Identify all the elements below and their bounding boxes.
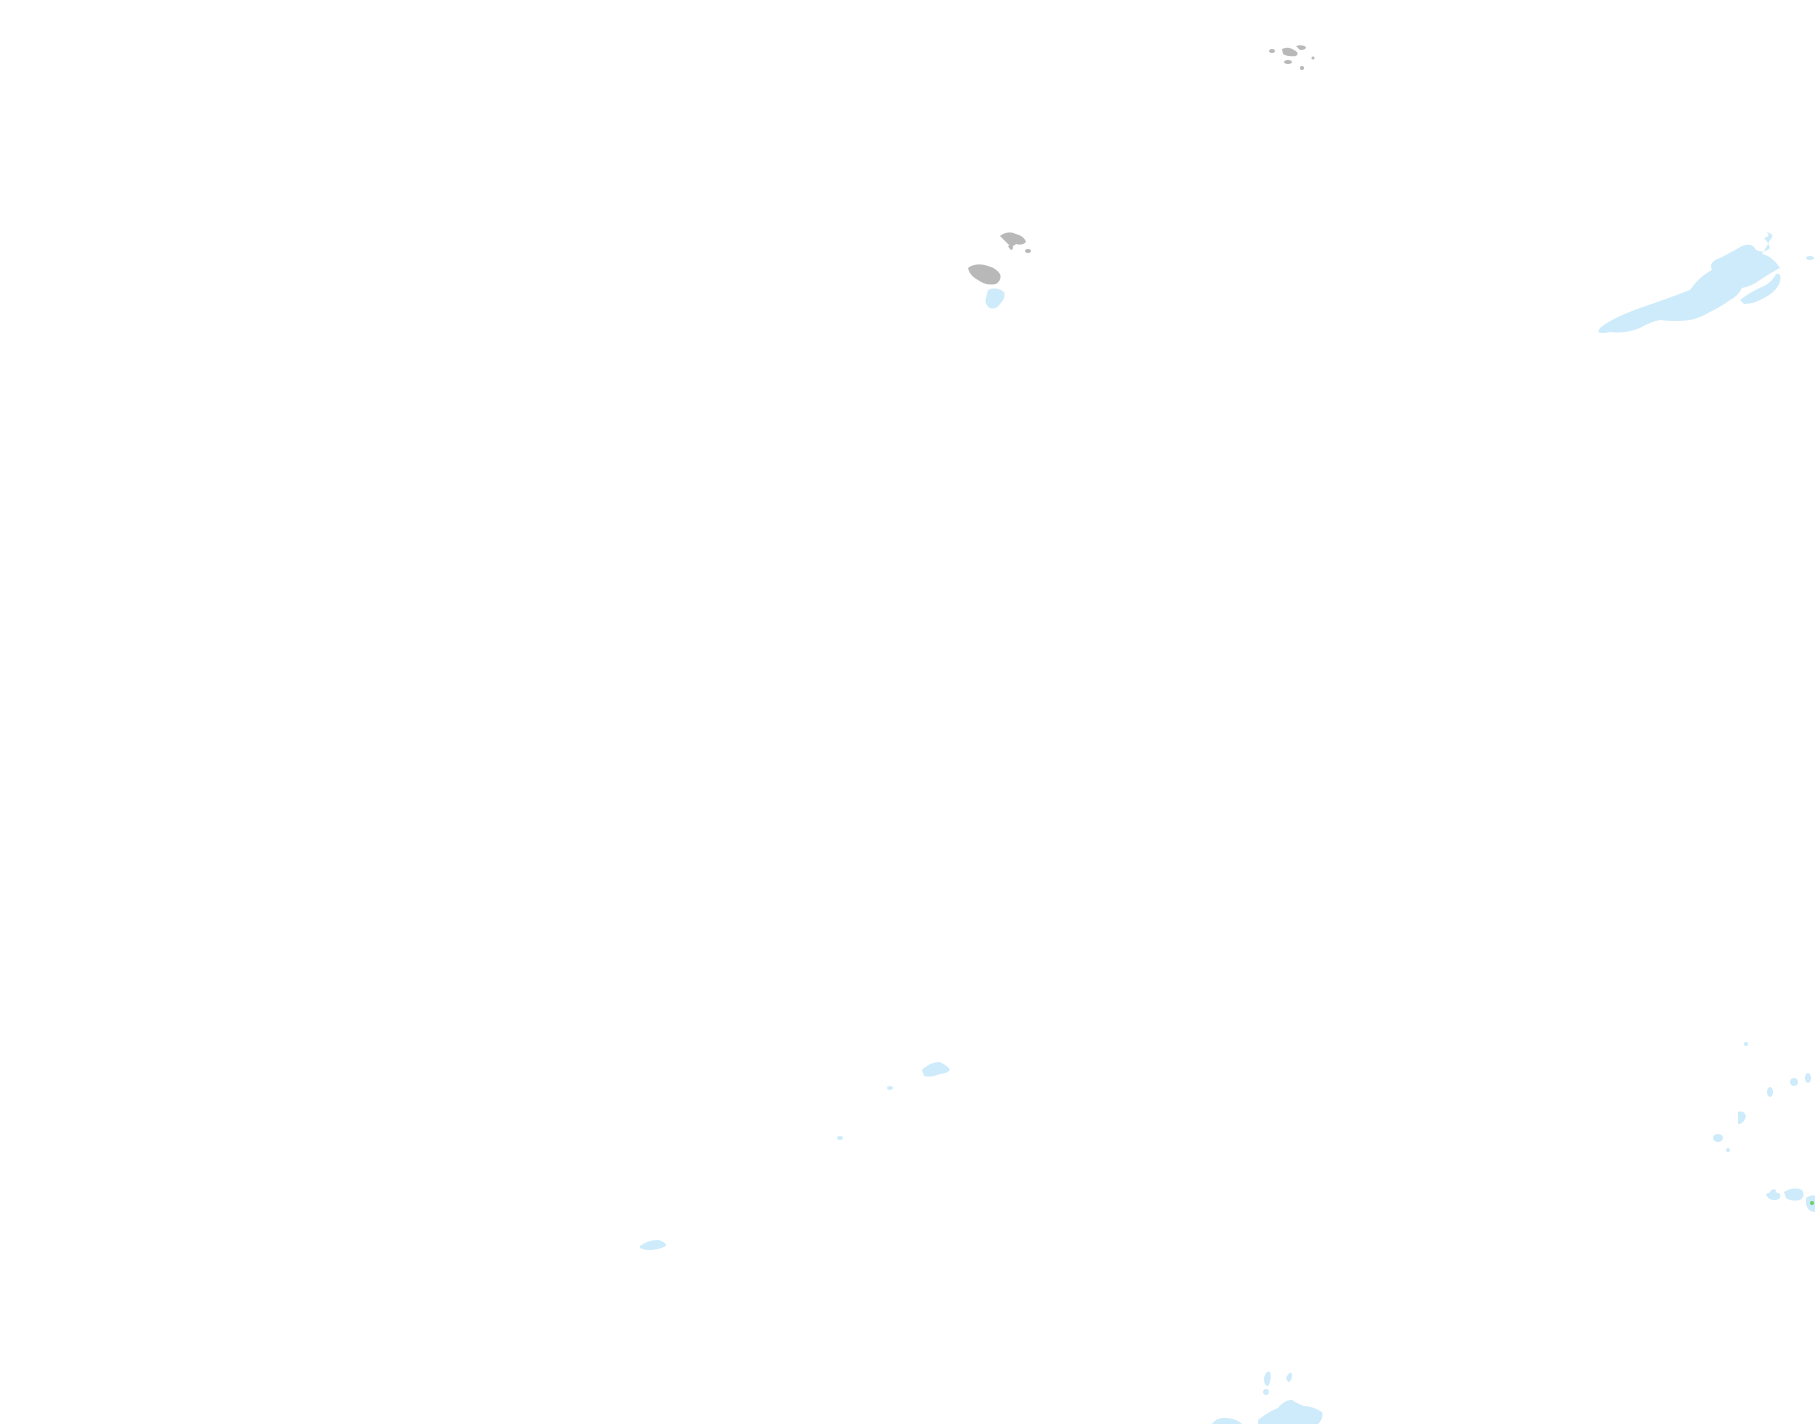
water-patch [1258,1400,1323,1424]
green-patch [1810,1201,1814,1205]
large-lake [1598,232,1780,333]
water-patch [1726,1148,1730,1152]
water-patch [837,1136,843,1140]
gray-islet [1025,249,1031,253]
gray-islet [1284,60,1292,64]
water-patch [1744,1042,1748,1046]
water-patches-south [1212,1371,1323,1424]
gray-islet-cluster-north [1269,45,1315,70]
gray-island-group-center [968,232,1031,309]
gray-islet [1296,45,1306,50]
water-patch [1738,1111,1746,1124]
water-patch [1286,1372,1292,1382]
gray-island [1000,232,1026,246]
water-patch [922,1062,950,1077]
water-patch [640,1240,666,1250]
water-patch [1767,1087,1773,1097]
water-patch [1263,1389,1269,1395]
water-patch [1805,1073,1811,1083]
water-patch [1770,1189,1776,1196]
water-lobe [985,288,1005,309]
gray-islet [1269,49,1275,53]
gray-island [968,264,1001,285]
water-patch [1264,1371,1271,1386]
water-patch [1212,1418,1242,1424]
water-patch [1790,1078,1798,1086]
water-patch [1784,1188,1804,1201]
water-patch [1713,1134,1723,1142]
water-patches-southeast [1713,1042,1815,1212]
water-body-northeast [1598,232,1814,333]
gray-islet [1282,47,1298,57]
water-patch [887,1086,893,1090]
lake-arm [1740,273,1781,304]
gray-islet [1311,56,1315,60]
small-water-patch [1806,256,1814,260]
water-patch [1766,1192,1781,1200]
gray-island [1008,244,1013,250]
water-patches-center [640,1062,950,1250]
gray-islet [1300,66,1304,70]
